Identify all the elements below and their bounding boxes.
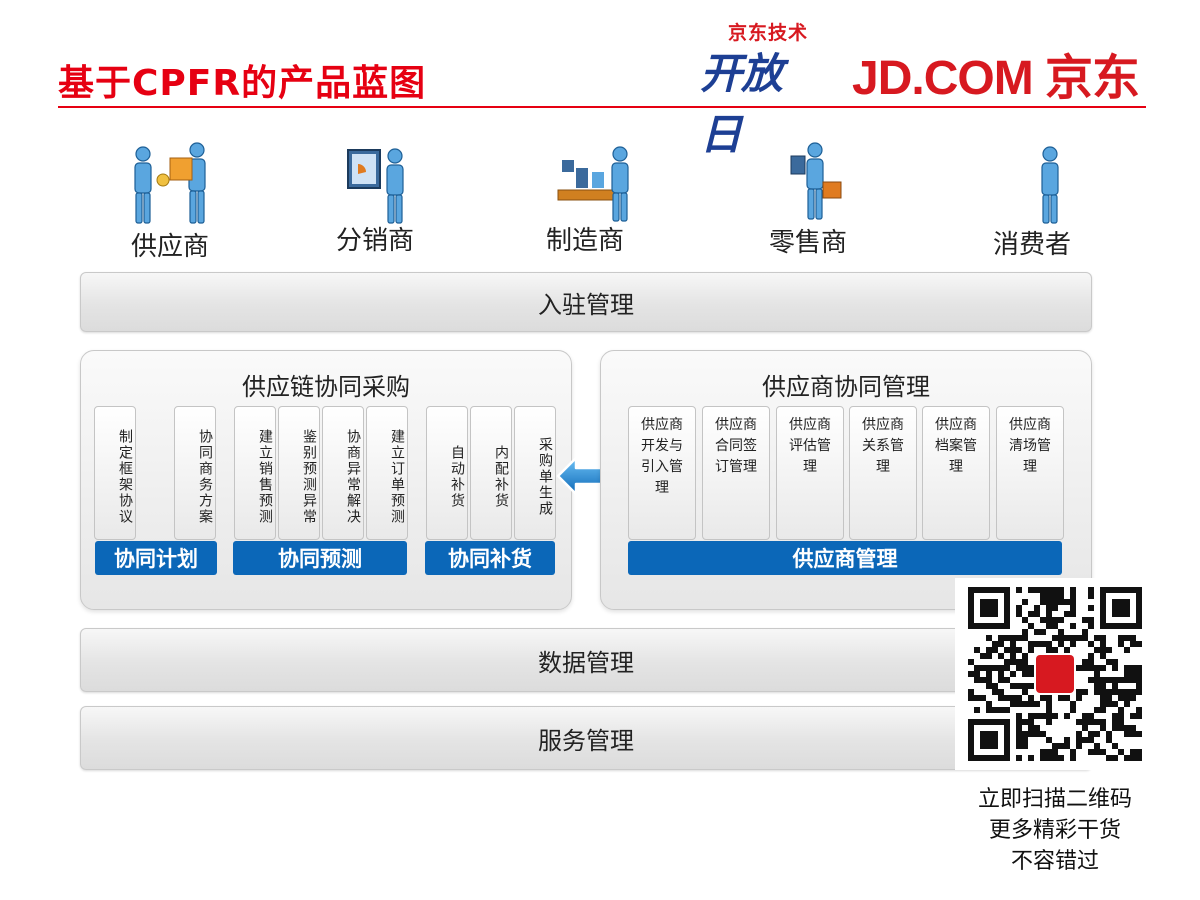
- qr-code-panel: [955, 578, 1157, 770]
- persona-label: 消费者: [992, 230, 1071, 260]
- persona-distributor: 分销商: [300, 138, 450, 268]
- procurement-item: 建立销售预测: [234, 406, 276, 540]
- supplier-item: 供应商清场管理: [996, 406, 1064, 540]
- kaifangri-logo-top: 京东技术: [728, 22, 809, 44]
- supplier-item: 供应商档案管理: [922, 406, 990, 540]
- procurement-item: 内配补货: [470, 406, 512, 540]
- kaifangri-logo-main: 开放日: [700, 49, 783, 159]
- procurement-item: 制定框架协议: [94, 406, 136, 540]
- procurement-item: 协同商务方案: [174, 406, 216, 540]
- procurement-item: 自动补货: [426, 406, 468, 540]
- persona-label: 分销商: [335, 226, 414, 256]
- supplier-panel-title: 供应商协同管理: [762, 373, 930, 401]
- collaborative-planning-label: 协同计划: [95, 541, 217, 575]
- persona-supplier: 供应商: [95, 138, 245, 268]
- persona-label: 零售商: [768, 228, 847, 258]
- collaborative-replenishment-label: 协同补货: [425, 541, 555, 575]
- procurement-item: 采购单生成: [514, 406, 556, 540]
- procurement-item: 协商异常解决: [322, 406, 364, 540]
- supplier-item: 供应商评估管理: [776, 406, 844, 540]
- onboarding-management-bar: 入驻管理: [80, 272, 1092, 332]
- persona-manufacturer: 制造商: [510, 138, 660, 268]
- qr-code-icon: [968, 587, 1142, 761]
- consumer-icon: [1041, 146, 1059, 224]
- page-title: 基于CPFR的产品蓝图: [58, 63, 427, 104]
- qr-caption-line: 更多精彩干货: [988, 818, 1121, 843]
- supplier-item: 供应商关系管理: [849, 406, 917, 540]
- service-management-bar: 服务管理: [80, 706, 1092, 770]
- procurement-item: 鉴别预测异常: [278, 406, 320, 540]
- collaborative-forecast-label: 协同预测: [233, 541, 407, 575]
- supplier-icon: [134, 142, 206, 224]
- procurement-item: 建立订单预测: [366, 406, 408, 540]
- title-divider: [58, 106, 1146, 108]
- supplier-item: 供应商合同签订管理: [702, 406, 770, 540]
- manufacturer-icon: [557, 146, 629, 222]
- data-management-bar: 数据管理: [80, 628, 1092, 692]
- procurement-panel-title: 供应链协同采购: [242, 373, 410, 401]
- supplier-management-label: 供应商管理: [628, 541, 1062, 575]
- supplier-item: 供应商开发与引入管理: [628, 406, 696, 540]
- jd-logo: JD.COM 京东: [852, 52, 1140, 105]
- qr-caption-line: 不容错过: [1010, 849, 1099, 874]
- persona-label: 制造商: [545, 226, 624, 256]
- distributor-icon: [347, 148, 404, 224]
- persona-label: 供应商: [130, 232, 209, 262]
- qr-caption: 立即扫描二维码 更多精彩干货 不容错过: [940, 784, 1170, 877]
- persona-consumer: 消费者: [957, 138, 1107, 268]
- qr-caption-line: 立即扫描二维码: [977, 787, 1132, 812]
- kaifangri-logo: 京东技术 开放日: [700, 18, 820, 159]
- retailer-icon: [790, 142, 842, 220]
- persona-retailer: 零售商: [733, 138, 883, 268]
